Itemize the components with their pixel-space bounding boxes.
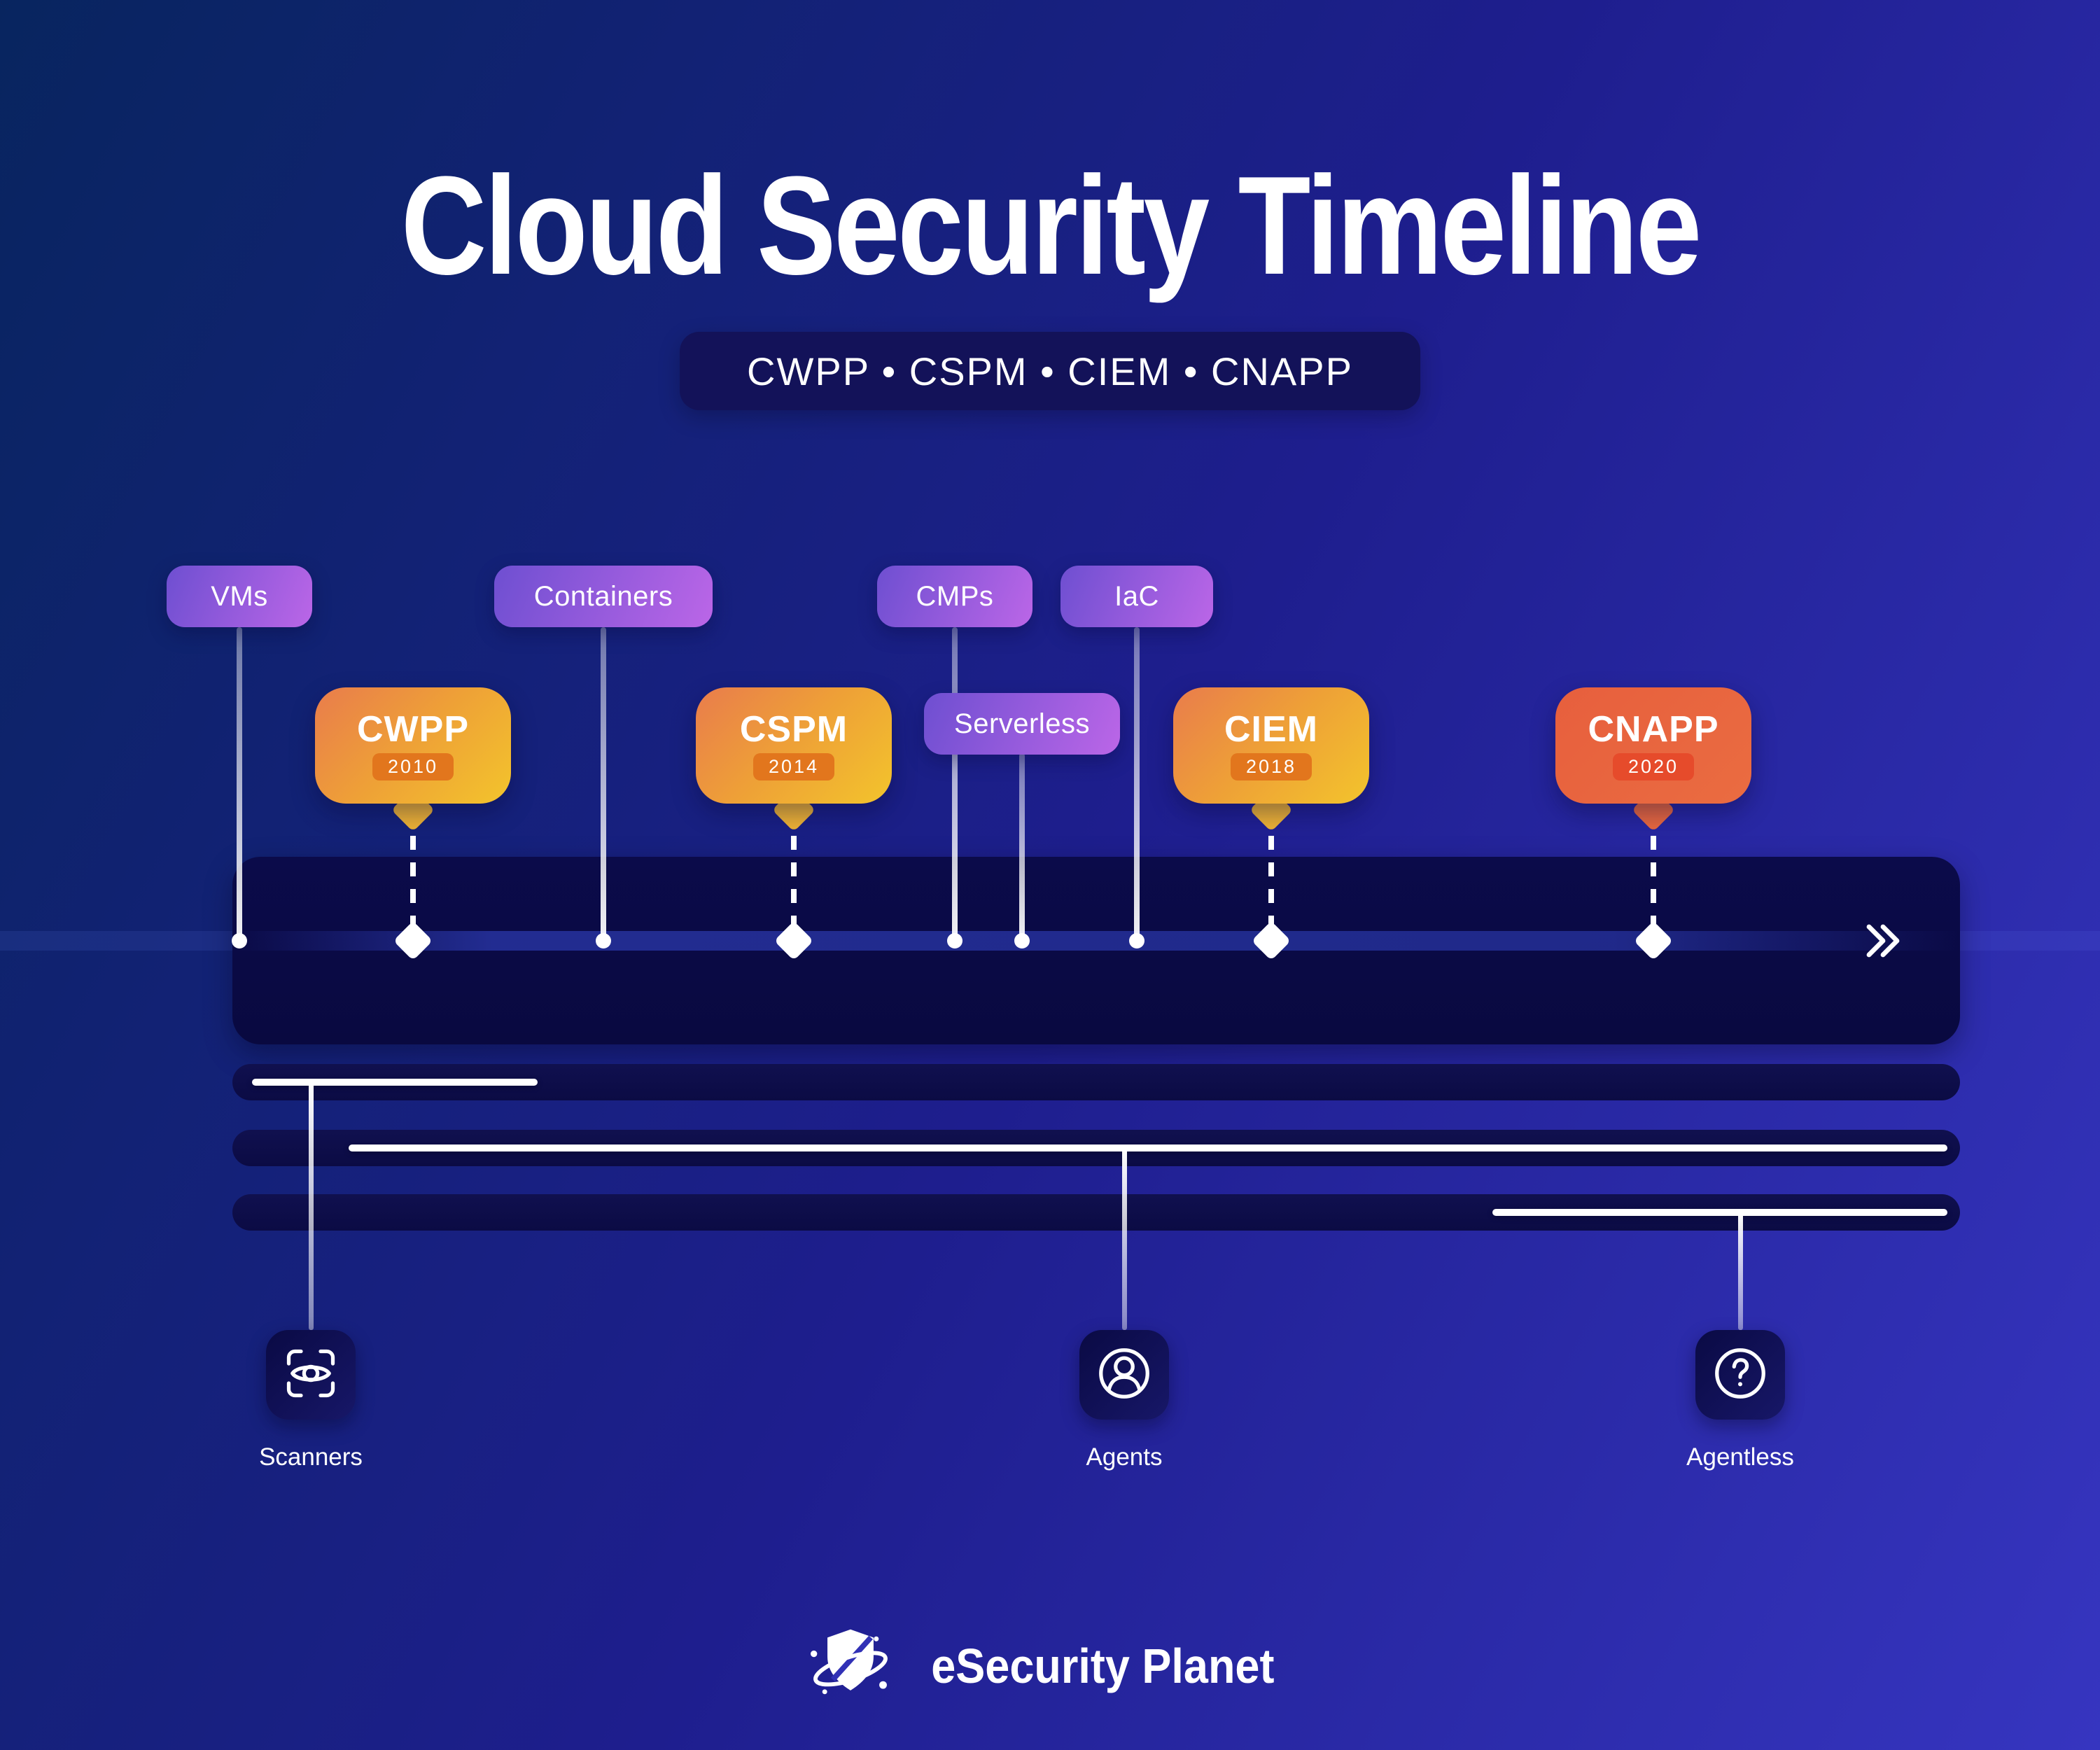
brand-name: eSecurity Planet xyxy=(930,1639,1275,1693)
tech-tag-label: Serverless xyxy=(954,708,1090,739)
approach-drop-line xyxy=(1737,1212,1743,1330)
badge-connector-dashed xyxy=(791,836,797,925)
milestone-name: CNAPP xyxy=(1588,708,1719,750)
timeline-axis-stripe xyxy=(232,931,1960,951)
tag-connector-line xyxy=(952,627,958,941)
timeline-panel xyxy=(232,857,1960,1044)
question-icon xyxy=(1711,1344,1770,1406)
timeline-node-dot xyxy=(1014,933,1030,948)
approach-tile-scanners xyxy=(266,1330,356,1420)
tech-tag-cmps: CMPs xyxy=(877,566,1032,627)
milestone-year-chip: 2020 xyxy=(1612,752,1695,780)
badge-connector-dashed xyxy=(1651,836,1656,925)
tech-tag-label: Containers xyxy=(533,580,673,612)
timeline-node-dot xyxy=(1129,933,1144,948)
badge-connector-dashed xyxy=(410,836,416,925)
tech-tag-iac: IaC xyxy=(1060,566,1213,627)
milestone-year-chip: 2018 xyxy=(1230,752,1312,780)
subtitle-pill: CWPP • CSPM • CIEM • CNAPP xyxy=(680,332,1420,410)
tech-tag-label: VMs xyxy=(211,580,268,612)
footer-logo: eSecurity Planet xyxy=(0,1623,2100,1709)
tech-tag-label: CMPs xyxy=(916,580,994,612)
timeline-node-dot xyxy=(596,933,611,948)
milestone-name: CSPM xyxy=(739,708,848,750)
timeline-node-dot xyxy=(947,933,962,948)
page-title-text: Cloud Security Timeline xyxy=(400,148,1702,304)
milestone-name: CIEM xyxy=(1224,708,1318,750)
tech-tag-serverless: Serverless xyxy=(924,693,1120,755)
page-title: Cloud Security Timeline xyxy=(0,146,2100,307)
tag-connector-line xyxy=(601,627,606,941)
milestone-name: CWPP xyxy=(357,708,469,750)
scan-eye-icon xyxy=(281,1344,340,1406)
milestone-year-chip: 2010 xyxy=(372,752,454,780)
tag-connector-line xyxy=(237,627,242,941)
tech-tag-containers: Containers xyxy=(494,566,713,627)
tag-connector-line xyxy=(1019,753,1025,941)
tech-tag-vms: VMs xyxy=(167,566,312,627)
subtitle-text: CWPP • CSPM • CIEM • CNAPP xyxy=(747,349,1353,393)
tech-tag-label: IaC xyxy=(1114,580,1159,612)
approach-drop-line xyxy=(308,1082,314,1330)
badge-connector-dashed xyxy=(1268,836,1274,925)
approach-drop-line xyxy=(1121,1148,1127,1330)
approach-label: Scanners xyxy=(259,1443,363,1471)
approach-label: Agentless xyxy=(1686,1443,1794,1471)
approach-tile-agents xyxy=(1079,1330,1169,1420)
coverage-segment xyxy=(1492,1209,1947,1216)
milestone-year-chip: 2014 xyxy=(752,752,835,780)
timeline-node-dot xyxy=(232,933,247,948)
coverage-segment xyxy=(349,1144,1947,1152)
tag-connector-line xyxy=(1134,627,1140,941)
coverage-segment xyxy=(252,1079,538,1086)
approach-tile-agentless xyxy=(1695,1330,1785,1420)
user-icon xyxy=(1095,1344,1154,1406)
approach-label: Agents xyxy=(1086,1443,1163,1471)
shield-orbit-icon xyxy=(810,1629,888,1695)
double-chevron-right-icon xyxy=(1866,924,1900,958)
